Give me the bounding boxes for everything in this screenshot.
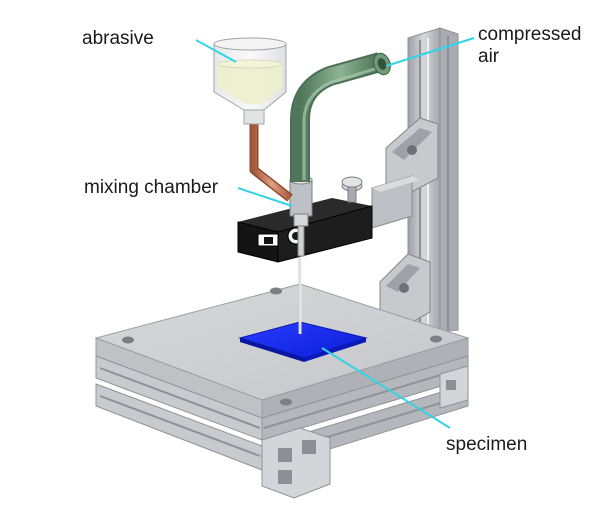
- compressed-air-label-line1: compressed: [478, 24, 582, 45]
- mixing-chamber-label: mixing chamber: [84, 177, 219, 198]
- specimen: [238, 321, 368, 362]
- compressed-air-hose: [290, 52, 391, 182]
- lower-bracket: [379, 253, 431, 329]
- abrasive-label: abrasive: [82, 28, 154, 49]
- abrasive-leader-line: [195, 39, 237, 63]
- base-extrusions: [95, 355, 469, 499]
- abrasive-hopper: [213, 37, 287, 125]
- mixing-chamber-leader-line: [237, 187, 293, 207]
- compressed-air-label-line2: air: [478, 46, 500, 67]
- specimen-label: specimen: [446, 434, 527, 455]
- abrasive-feed-tube: [249, 120, 293, 202]
- upper-bracket: [385, 117, 439, 197]
- specimen-leader-line: [321, 347, 451, 429]
- compressed-air-leader-line: [385, 37, 475, 67]
